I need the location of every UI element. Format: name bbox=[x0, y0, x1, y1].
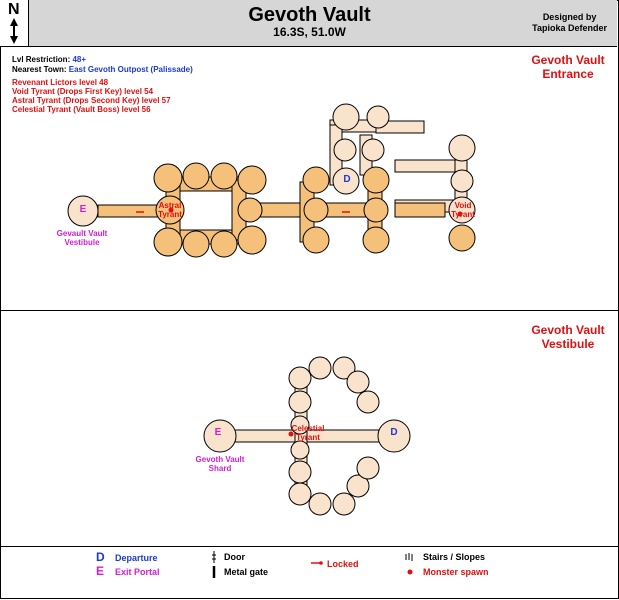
legend-door-label: Door bbox=[224, 552, 245, 562]
exit-portal-marker: E bbox=[79, 204, 87, 215]
exit-label-vestibule: Gevoth Vault Shard bbox=[195, 455, 245, 473]
locked-icon bbox=[311, 561, 323, 565]
legend-divider bbox=[0, 546, 619, 547]
astral-tyrant-label: Astral Tyrant bbox=[158, 201, 182, 219]
void-tyrant-label: Void Tyrant bbox=[451, 201, 475, 219]
legend-locked-label: Locked bbox=[327, 559, 359, 569]
level-restriction: Lvl Restriction: 48+ bbox=[12, 55, 87, 64]
legend-stairs-label: Stairs / Slopes bbox=[423, 552, 486, 562]
vestibule-map bbox=[203, 356, 411, 516]
page-title: Gevoth Vault bbox=[248, 4, 371, 26]
stairs-icon bbox=[405, 553, 413, 561]
coordinates: 16.3S, 51.0W bbox=[273, 25, 346, 39]
header-bar: N Gevoth Vault 16.3S, 51.0W Designed by … bbox=[0, 0, 617, 47]
exit-label-entrance: Gevault Vault Vestibule bbox=[56, 229, 108, 247]
section-title-entrance: Gevoth Vault Entrance bbox=[531, 53, 605, 81]
legend-metal-gate-label: Metal gate bbox=[224, 567, 269, 577]
departure-marker: D bbox=[343, 174, 351, 185]
monster-list-item: Revenant Lictors level 48 bbox=[12, 78, 109, 87]
north-arrow-icon bbox=[10, 18, 18, 44]
monster-list-item: Astral Tyrant (Drops Second Key) level 5… bbox=[12, 96, 171, 105]
nearest-town: Nearest Town: East Gevoth Outpost (Palis… bbox=[12, 65, 193, 74]
legend-exit-symbol: E bbox=[96, 564, 105, 578]
section-title-vestibule: Gevoth Vault Vestibule bbox=[531, 323, 605, 351]
door-icon bbox=[212, 551, 216, 563]
monster-list-item: Void Tyrant (Drops First Key) level 54 bbox=[12, 87, 154, 96]
monster-spawn-icon bbox=[407, 569, 413, 575]
legend-exit-label: Exit Portal bbox=[115, 567, 160, 577]
exit-portal-marker: E bbox=[214, 427, 222, 438]
designer-credit: Designed by Tapioka Defender bbox=[532, 12, 607, 33]
metal-gate-icon bbox=[212, 566, 216, 578]
compass: N bbox=[0, 0, 29, 46]
legend-departure-label: Departure bbox=[115, 553, 158, 563]
entrance-map bbox=[67, 103, 476, 258]
compass-north-label: N bbox=[8, 1, 20, 18]
legend-departure-symbol: D bbox=[96, 550, 105, 564]
celestial-tyrant-label: Celestial Tyrant bbox=[291, 424, 325, 442]
departure-marker: D bbox=[390, 427, 398, 438]
legend-spawn-label: Monster spawn bbox=[423, 567, 489, 577]
section-divider bbox=[0, 310, 619, 311]
monster-list-item: Celestial Tyrant (Vault Boss) level 56 bbox=[12, 105, 151, 114]
